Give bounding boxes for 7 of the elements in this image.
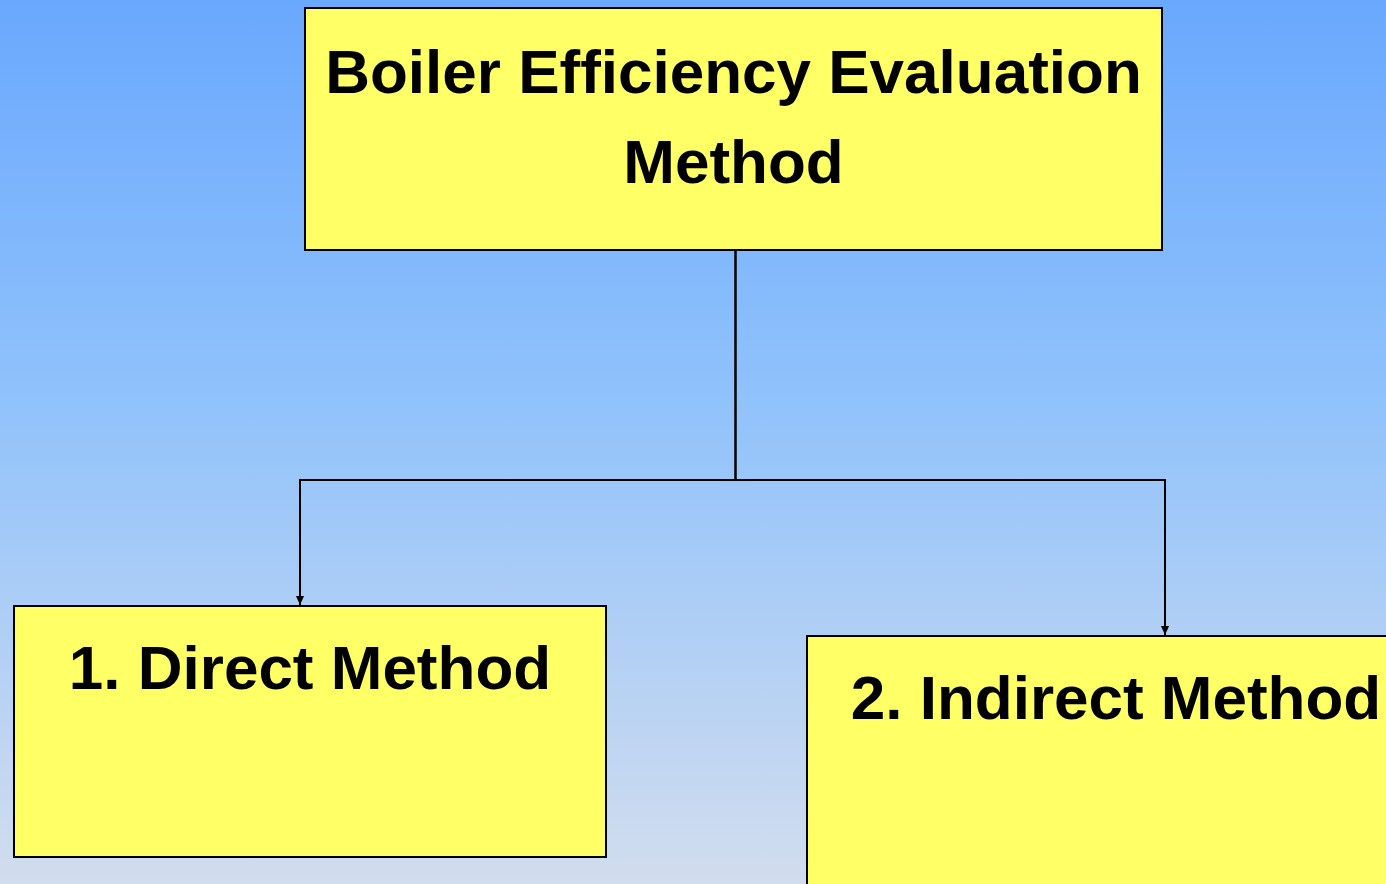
connector-arrow (734, 250, 1169, 636)
method-box (13, 605, 607, 858)
method-box (304, 7, 1163, 251)
box-label: Boiler Efficiency Evaluation Method (324, 36, 1143, 198)
box-label: 2. Indirect Method (849, 662, 1383, 734)
method-box (806, 635, 1386, 884)
box-label: 1. Direct Method (68, 632, 552, 704)
